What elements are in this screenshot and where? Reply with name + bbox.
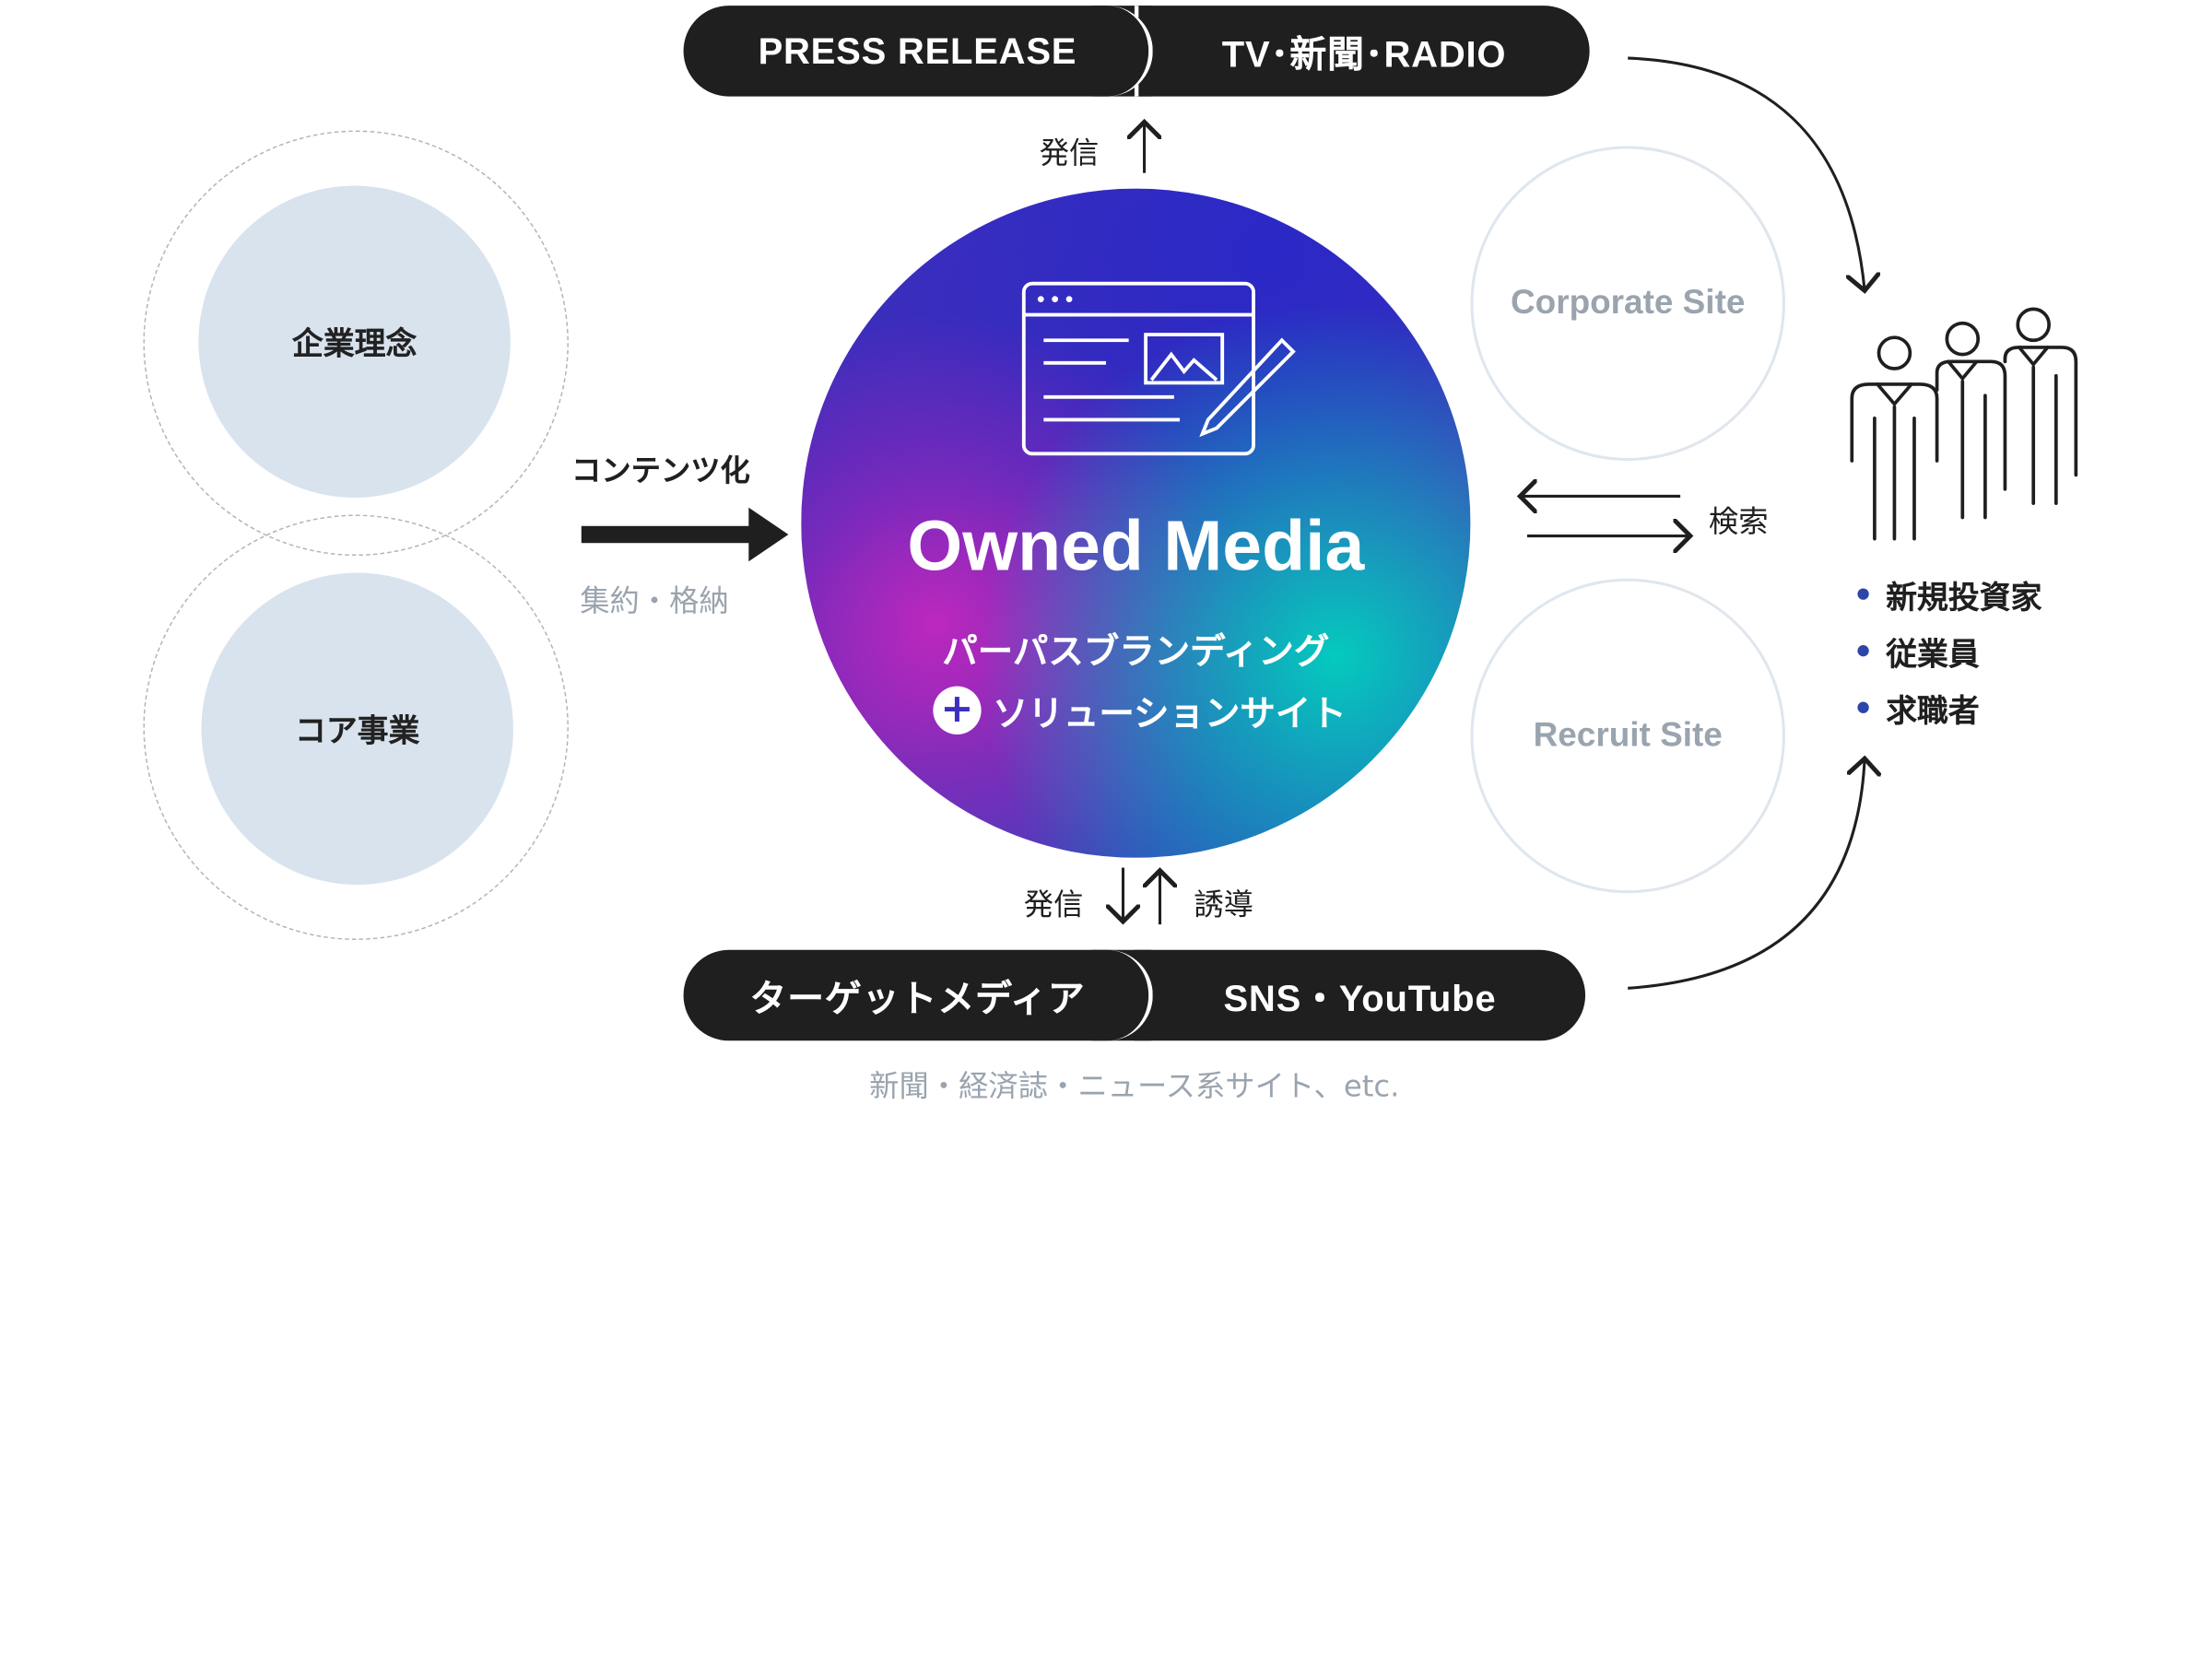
bottom-send-label: 発信 xyxy=(1023,887,1084,922)
curve-bottom-to-audience xyxy=(1628,758,1865,990)
content-arrow-label: コンテンツ化 xyxy=(571,453,750,488)
curve-top-to-audience xyxy=(1628,56,1865,290)
pill-target-media: ターゲットメディア xyxy=(683,949,1152,1041)
bullet-icon xyxy=(1857,588,1869,600)
tv-news-radio-label: TV･新聞･RADIO xyxy=(1221,31,1507,75)
owned-media-title: Owned Media xyxy=(907,506,1365,586)
circle-corporate-philosophy: 企業理念 xyxy=(198,185,511,499)
audience-item-job-seekers: 求職者 xyxy=(1886,694,1980,731)
purpose-branding-label: パーパスブランディング xyxy=(942,630,1330,673)
people-group-icon xyxy=(1850,307,2078,541)
search-label: 検索 xyxy=(1708,504,1769,539)
circle-core-business: コア事業 xyxy=(201,572,513,886)
web-editor-icon xyxy=(1021,281,1296,456)
recruit-site-circle: Recruit Site xyxy=(1470,578,1785,894)
plus-icon: + xyxy=(933,686,982,734)
pill-sns-youtube: SNS・YouTube xyxy=(1134,949,1586,1041)
corporate-site-circle: Corporate Site xyxy=(1470,146,1785,462)
audience-item-employees: 従業員 xyxy=(1886,638,1980,674)
press-release-label: PRESS RELEASE xyxy=(758,29,1077,72)
pill-tv-news-radio: TV･新聞･RADIO xyxy=(1134,6,1590,97)
bullet-icon xyxy=(1857,645,1869,657)
top-send-label: 発信 xyxy=(1039,135,1100,170)
solution-site-label: ソリューションサイト xyxy=(992,693,1347,734)
dotted-ring-lower xyxy=(143,514,569,941)
bullet-icon xyxy=(1857,701,1869,713)
bottom-caption: 新聞・経済誌・ニュース系サイト、etc. xyxy=(869,1069,1400,1103)
pill-press-release: PRESS RELEASE xyxy=(683,6,1152,97)
content-arrow-sublabel: 集約・格納 xyxy=(580,583,729,618)
owned-media-circle xyxy=(801,188,1471,858)
audience-item-investors: 新規投資家 xyxy=(1886,581,2042,617)
bottom-lead-label: 誘導 xyxy=(1194,887,1254,922)
